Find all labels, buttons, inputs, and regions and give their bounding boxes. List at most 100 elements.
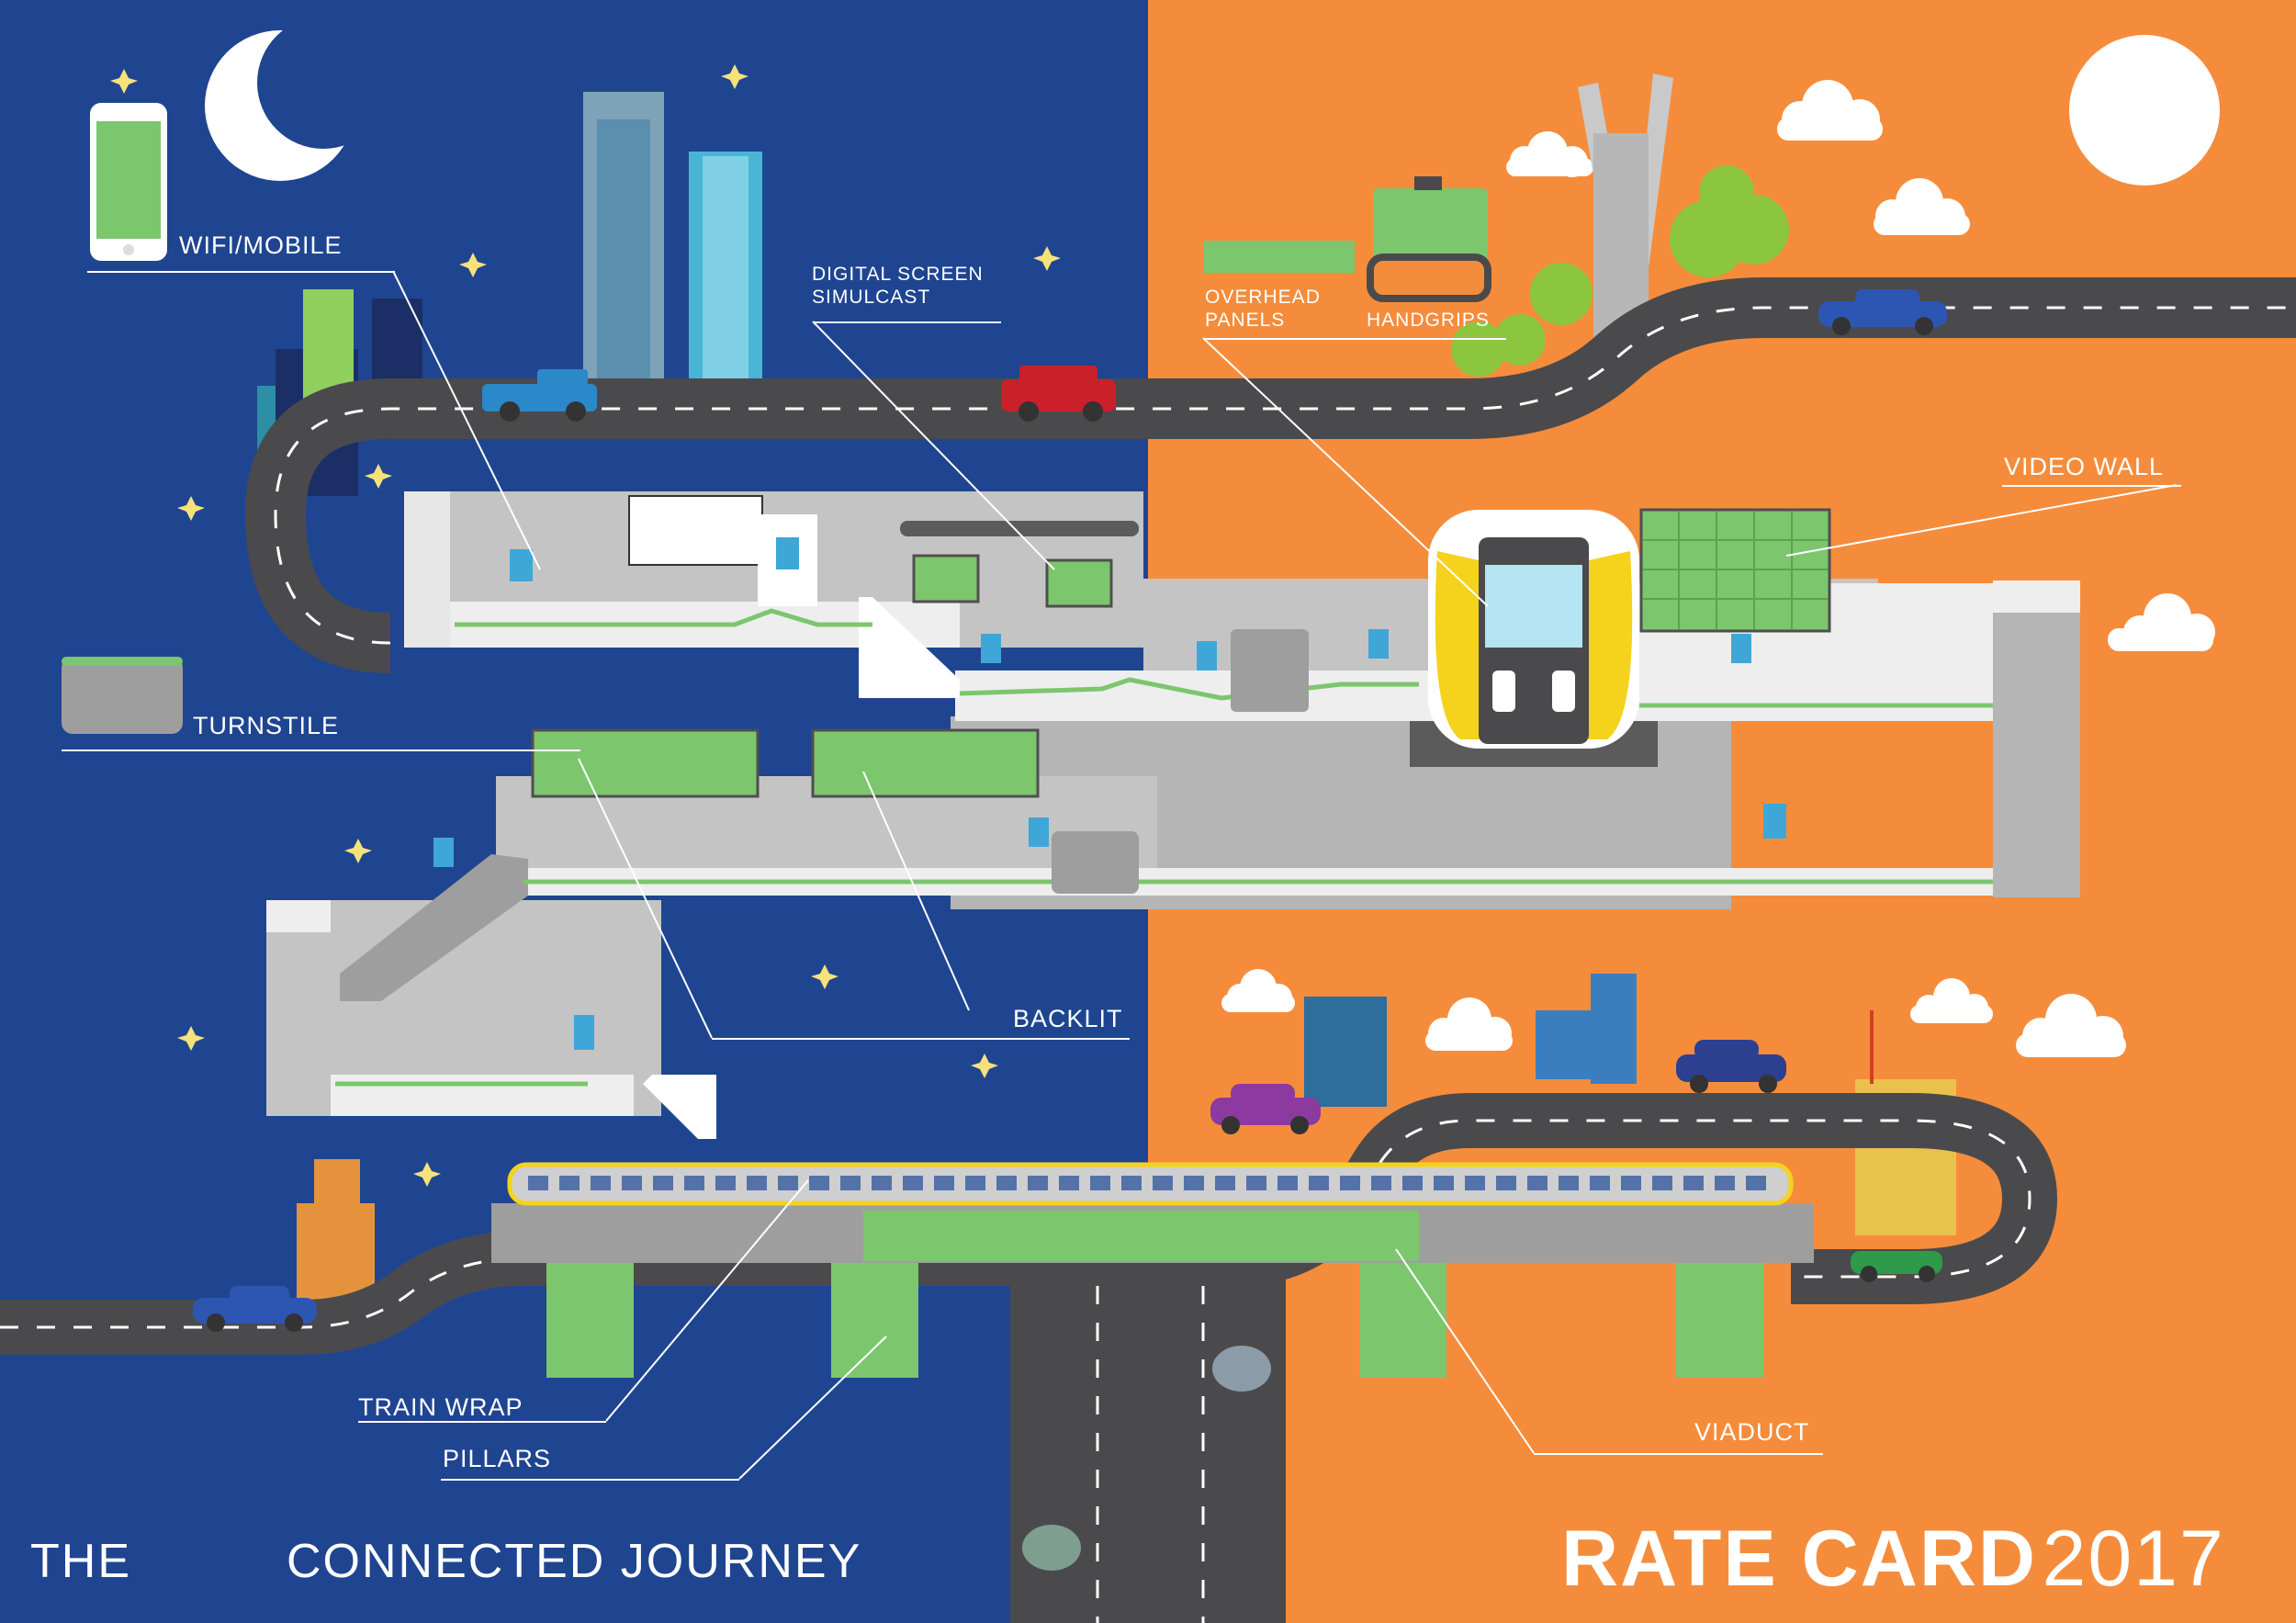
rule-backlit [712,1038,1130,1040]
train-window [622,1176,642,1190]
train-window [1652,1176,1672,1190]
train-window [1184,1176,1204,1190]
train-window [872,1176,892,1190]
car-navy [1676,1040,1786,1093]
rule-overhead [1203,338,1506,340]
car-truck-blue [482,369,597,422]
footer-rate-card-text: RATE CARD [1561,1515,2038,1603]
train-window [1465,1176,1485,1190]
backlit-right [811,728,1040,798]
footer-connected-journey: CONNECTED JOURNEY [287,1535,862,1588]
car-suv-red [1001,366,1116,422]
rule-wifi [87,271,395,273]
cross-road [1010,1277,1286,1623]
train-window [1277,1176,1298,1190]
people [433,537,1786,1050]
digital-screen-left [912,554,980,603]
turnstile-station-2 [1052,831,1139,894]
label-backlit: BACKLIT [1013,1005,1123,1032]
train-window [559,1176,580,1190]
car-green [1851,1251,1942,1282]
label-train-wrap: TRAIN WRAP [358,1393,523,1421]
train-window [1371,1176,1391,1190]
car-blue-lower [193,1286,317,1332]
train-window [1559,1176,1579,1190]
train-window [1309,1176,1329,1190]
cloud [1506,131,1593,177]
rule-digital [813,321,1001,323]
digital-screen-right [1045,558,1113,608]
footer-year: 2017 [2042,1515,2225,1603]
train-window [778,1176,798,1190]
train-window [903,1176,923,1190]
cloud [2108,593,2215,651]
car-purple [1210,1084,1321,1134]
cloud [1874,178,1970,235]
train-window [1215,1176,1235,1190]
train-front [1410,510,1658,767]
label-viaduct: VIADUCT [1694,1418,1810,1446]
train-window [934,1176,954,1190]
train-window [1434,1176,1454,1190]
turnstile-icon [62,657,183,734]
rule-videowall [2002,485,2181,487]
train-window [1246,1176,1266,1190]
car-vw-teal [1022,1525,1081,1571]
rule-pillars [441,1479,739,1481]
train-window [1153,1176,1173,1190]
rule-turnstile [62,750,580,751]
train-window [684,1176,704,1190]
label-video-wall: VIDEO WALL [2004,453,2165,480]
trees [1451,165,1789,377]
train-window [809,1176,829,1190]
train-window [1121,1176,1142,1190]
train-window [591,1176,611,1190]
label-digital-screen: DIGITAL SCREEN SIMULCAST [812,263,984,309]
label-wifi-mobile: WIFI/MOBILE [179,231,343,259]
train-window [715,1176,736,1190]
floor-lines [335,608,1993,1087]
video-wall-grid [1643,512,1828,629]
rule-viaduct [1534,1453,1823,1455]
night-buildings [257,92,762,1300]
train-window [528,1176,548,1190]
train-window [1746,1176,1766,1190]
car-vw-gray [1212,1346,1271,1392]
label-digital-screen-line2: SIMULCAST [812,287,931,308]
train-window [1715,1176,1735,1190]
moon-icon [205,17,389,181]
label-digital-screen-line1: DIGITAL SCREEN [812,264,984,285]
cloud [1425,997,1513,1051]
cloud [1777,80,1883,141]
train-window [1527,1176,1548,1190]
footer-the: THE [30,1535,131,1588]
label-overhead-line1: OVERHEAD [1205,287,1321,308]
turnstile-station-1 [1231,629,1309,712]
footer-rate-card: RATE CARD 2017 [1561,1514,2225,1605]
pillar [1359,1263,1446,1378]
viaduct [491,1203,1814,1378]
label-turnstile: TURNSTILE [193,712,340,739]
train-window [996,1176,1017,1190]
label-handgrips: HANDGRIPS [1367,310,1490,331]
train-window [1090,1176,1110,1190]
train-windows [528,1176,1766,1190]
label-pillars: PILLARS [443,1445,552,1472]
train-window [1340,1176,1360,1190]
train-window [840,1176,861,1190]
rule-trainwrap [358,1421,606,1423]
clouds [1221,80,2215,1057]
train-window [965,1176,985,1190]
pillar [546,1263,634,1378]
train-window [1496,1176,1516,1190]
train-side [507,1162,1794,1206]
cloud [1910,978,1993,1023]
car-sedan-blue [1818,289,1947,335]
leader-lines [392,270,2178,1480]
pillar [1676,1263,1763,1378]
pillar [831,1263,918,1378]
train-window [653,1176,673,1190]
cloud [1221,969,1295,1012]
train-window [1402,1176,1423,1190]
